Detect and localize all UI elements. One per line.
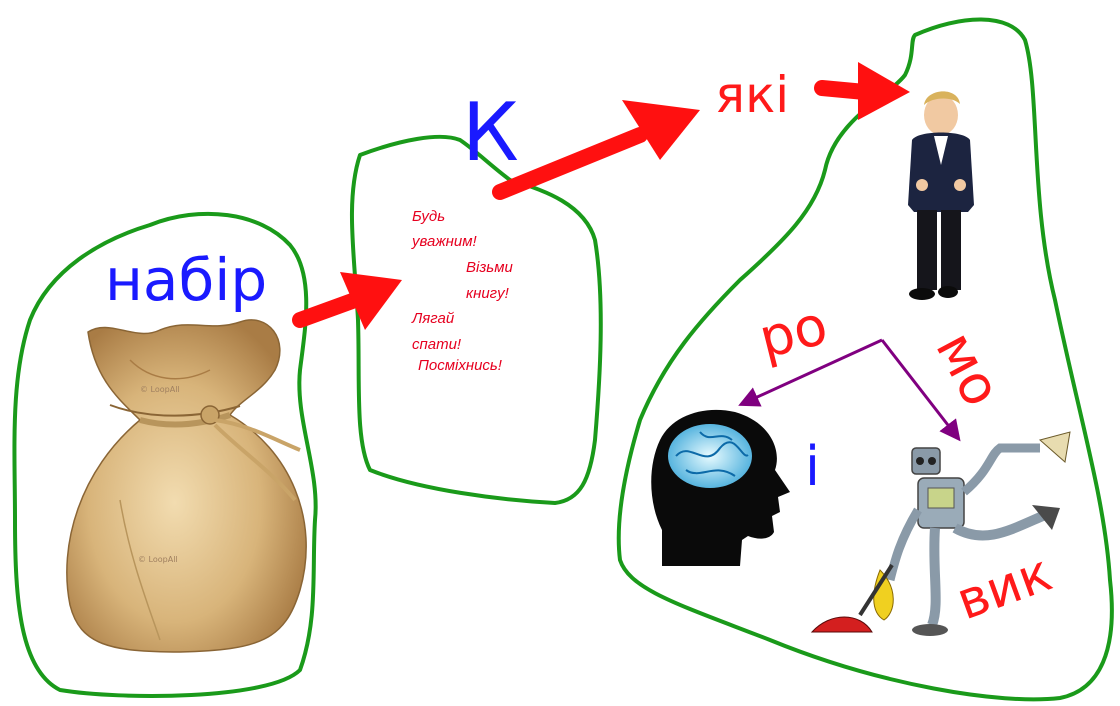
label-mo: мо: [924, 322, 1014, 417]
label-vyk: вик: [949, 543, 1060, 632]
command-line: Лягай: [411, 310, 455, 327]
arrow-yaki-to-boy: [822, 62, 910, 120]
arrow-k-to-yaki: [500, 100, 700, 192]
command-line: уважним!: [411, 233, 478, 250]
watermark-top: © LoopAll: [140, 385, 180, 394]
label-i: і: [805, 435, 820, 498]
brain-head-image: [651, 410, 790, 566]
command-line: Будь: [412, 208, 445, 225]
arrow-sack-to-k: [300, 272, 402, 330]
label-k: К: [462, 86, 519, 179]
watermark-bottom: © LoopAll: [138, 555, 178, 564]
command-line: книгу!: [466, 285, 510, 302]
command-line: Посміхнись!: [418, 357, 503, 374]
sack-image: © LoopAll © LoopAll: [67, 320, 306, 652]
boy-in-suit-image: [908, 91, 974, 300]
label-nabir: набір: [105, 246, 267, 314]
commands-list: Будь уважним! Візьми книгу! Лягай спати!…: [411, 208, 513, 374]
command-line: Візьми: [466, 259, 513, 276]
label-yaki: які: [715, 66, 789, 124]
label-ro: ро: [753, 293, 834, 370]
outline-middle: [352, 137, 601, 503]
command-line: спати!: [412, 336, 462, 353]
